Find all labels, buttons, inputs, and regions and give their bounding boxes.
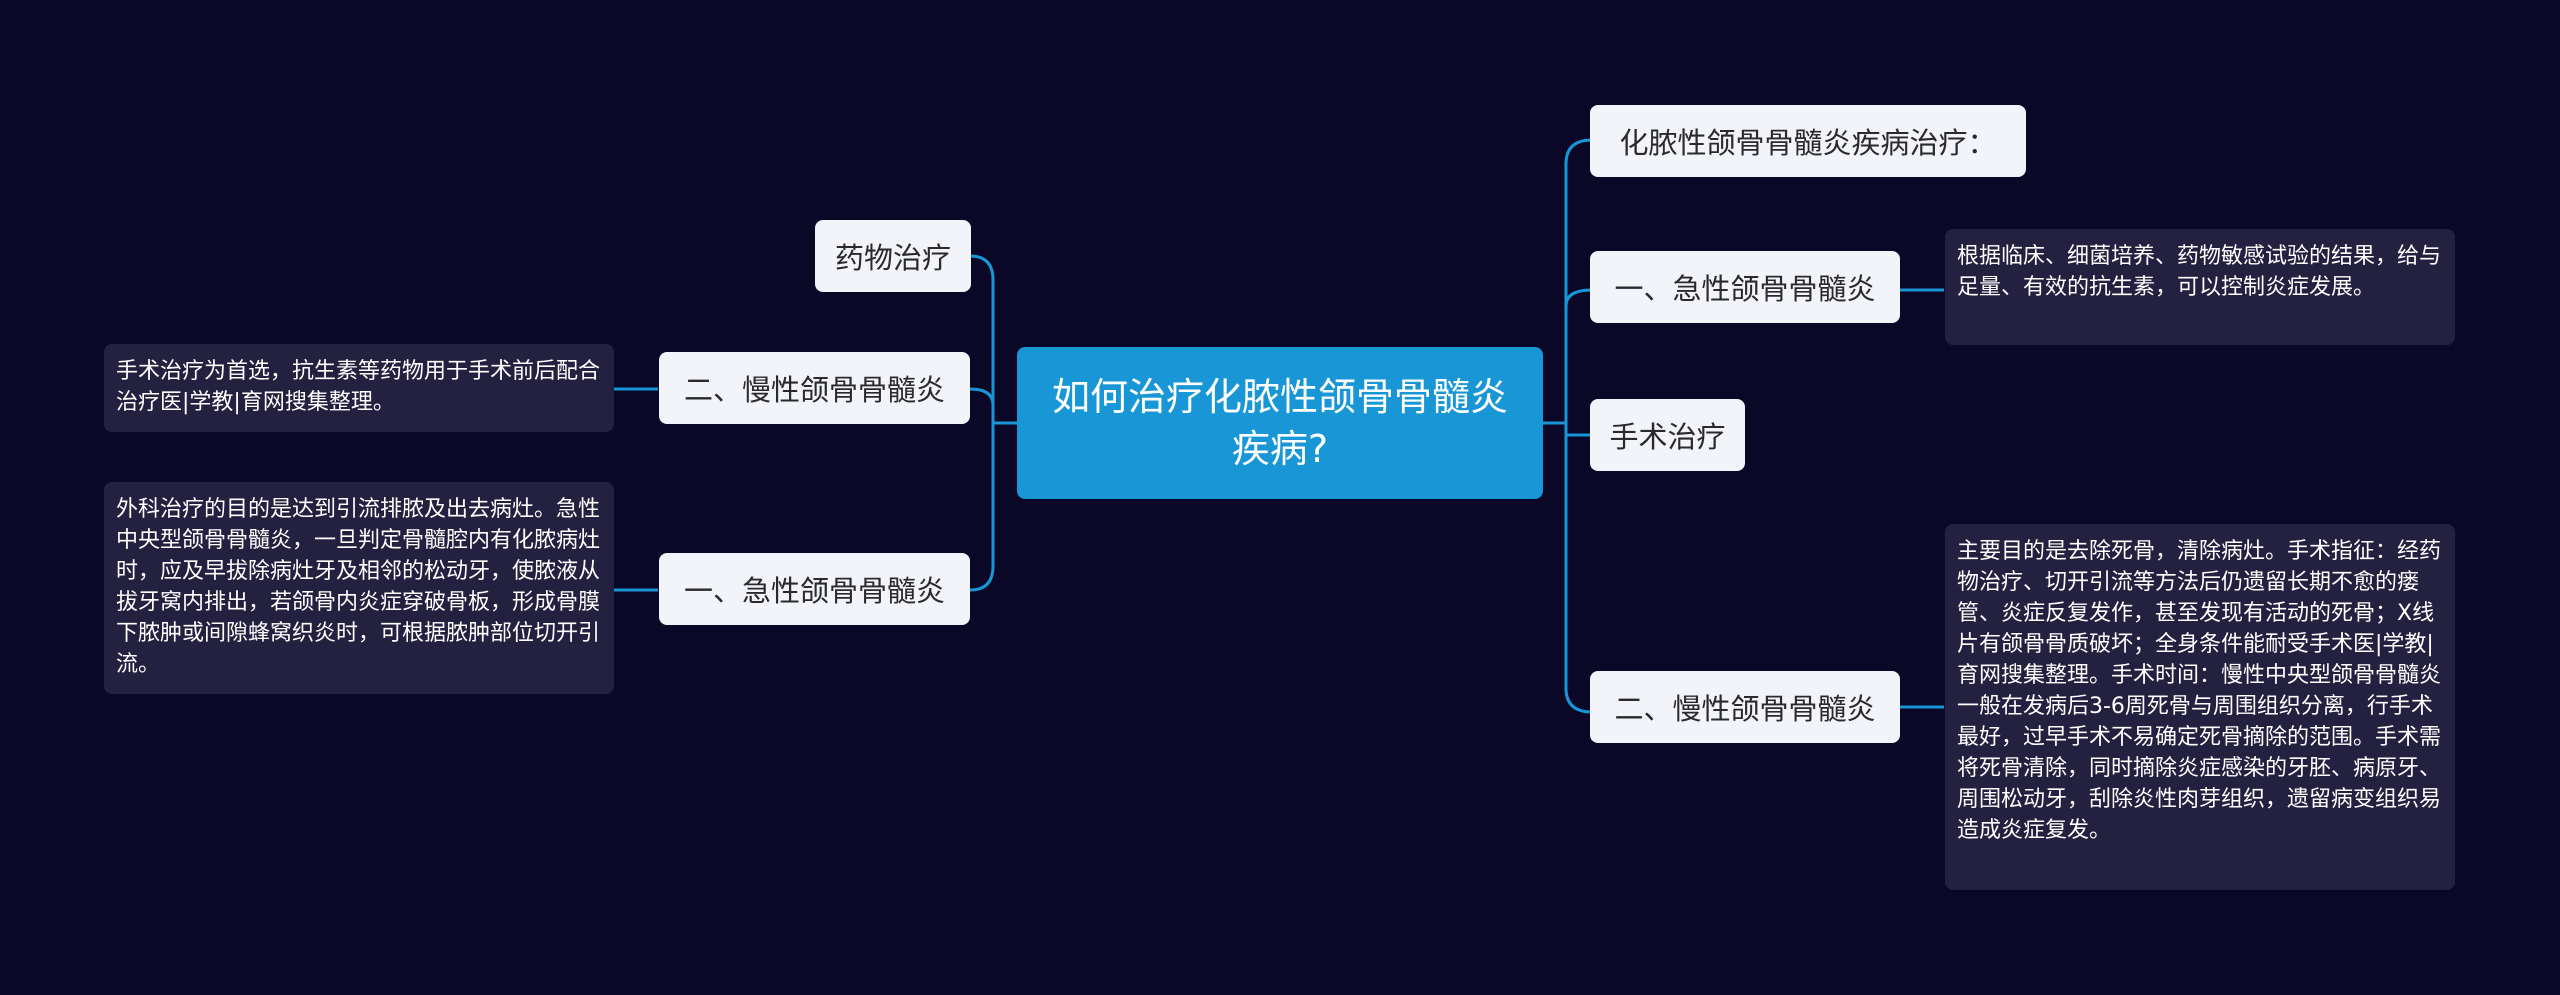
right-heading-label: 化脓性颌骨骨髓炎疾病治疗：	[1619, 126, 1997, 160]
right-chronic-label: 二、慢性颌骨骨髓炎	[1614, 692, 1876, 726]
right-chronic-note: 主要目的是去除死骨，清除病灶。手术指征：经药物治疗、切开引流等方法后仍遗留长期不…	[1945, 524, 2455, 890]
left-acute-node[interactable]: 一、急性颌骨骨髓炎	[659, 553, 970, 625]
right-chronic-node[interactable]: 二、慢性颌骨骨髓炎	[1590, 671, 1900, 743]
left-drug-label: 药物治疗	[834, 241, 951, 275]
left-chronic-label: 二、慢性颌骨骨髓炎	[683, 373, 945, 407]
left-drug-node[interactable]: 药物治疗	[815, 220, 971, 292]
right-acute-note: 根据临床、细菌培养、药物敏感试验的结果，给与足量、有效的抗生素，可以控制炎症发展…	[1945, 229, 2455, 345]
left-acute-note: 外科治疗的目的是达到引流排脓及出去病灶。急性中央型颌骨骨髓炎，一旦判定骨髓腔内有…	[104, 482, 614, 694]
right-acute-node[interactable]: 一、急性颌骨骨髓炎	[1590, 251, 1900, 323]
left-acute-label: 一、急性颌骨骨髓炎	[683, 574, 945, 608]
right-heading-node[interactable]: 化脓性颌骨骨髓炎疾病治疗：	[1590, 105, 2026, 177]
root-node[interactable]: 如何治疗化脓性颌骨骨髓炎疾病?	[1017, 347, 1543, 499]
left-chronic-node[interactable]: 二、慢性颌骨骨髓炎	[659, 352, 970, 424]
right-acute-label: 一、急性颌骨骨髓炎	[1614, 272, 1876, 306]
right-surgery-label: 手术治疗	[1609, 420, 1726, 454]
right-surgery-node[interactable]: 手术治疗	[1590, 399, 1745, 471]
root-title: 如何治疗化脓性颌骨骨髓炎疾病?	[1051, 375, 1508, 471]
left-chronic-note: 手术治疗为首选，抗生素等药物用于手术前后配合治疗医|学教|育网搜集整理。	[104, 344, 614, 432]
